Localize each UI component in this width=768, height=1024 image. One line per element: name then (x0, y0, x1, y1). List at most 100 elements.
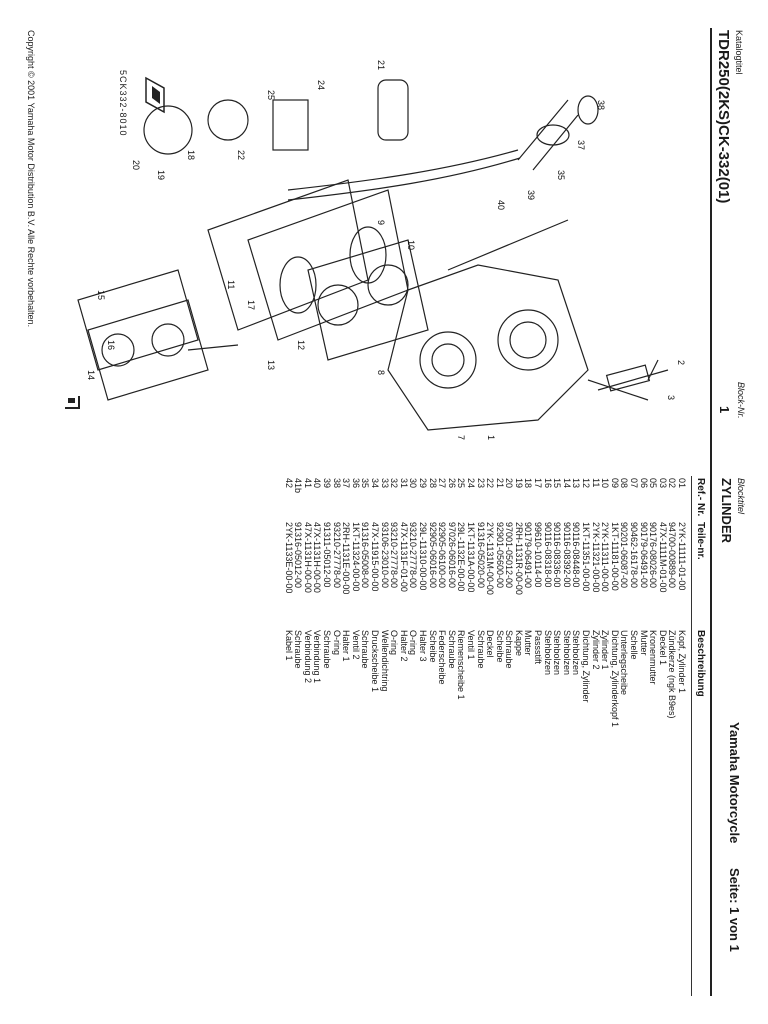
cell-ref: 15 (552, 478, 563, 489)
cell-desc: Stehbolzen (542, 630, 553, 676)
page-info: Seite: 1 von 1 (727, 868, 742, 952)
cell-ref: 08 (619, 478, 630, 489)
cell-part: 90116-08336-00 (552, 522, 563, 588)
cell-desc: Stehbolzen (571, 630, 582, 676)
cell-ref: 05 (648, 478, 659, 489)
cell-part: 90201-06087-00 (619, 522, 630, 589)
cell-ref: 41b (293, 478, 304, 494)
cell-desc: Riemenscheibe 1 (456, 630, 467, 700)
cell-part: 47X-11915-00-00 (370, 522, 380, 592)
cell-desc: Kopf, Zylinder 1 (677, 630, 687, 694)
cell-desc: Schraube (293, 630, 304, 669)
cell-ref: 20 (504, 478, 515, 489)
cell-desc: Schraube (446, 630, 457, 669)
callout-20: 20 (131, 160, 141, 170)
cell-ref: 27 (437, 478, 448, 489)
cell-part: 90179-06491-00 (523, 522, 534, 589)
cell-part: 97001-05012-00 (504, 522, 515, 589)
cell-desc: Mutter (523, 630, 534, 656)
cell-ref: 12 (581, 478, 592, 489)
cell-part: 93210-27778-00 (408, 522, 419, 589)
cell-desc: Stehbolzen (552, 630, 563, 676)
callout-19: 19 (156, 170, 166, 180)
exploded-diagram: 3 2 1 7 8 10 9 12 13 17 11 16 14 15 38 3… (77, 60, 686, 440)
cell-part: 2YK-1131M-00-00 (485, 522, 496, 595)
cell-ref: 25 (456, 478, 467, 489)
cell-ref: 30 (408, 478, 419, 489)
cell-part: 1KT-11324-00-00 (350, 522, 361, 592)
cell-ref: 11 (590, 478, 601, 488)
cell-part: 90116-08318-00 (542, 522, 553, 588)
cell-ref: 03 (657, 478, 668, 489)
cell-ref: 38 (331, 478, 342, 489)
cell-desc: Mutter (638, 630, 649, 656)
cell-ref: 22 (485, 478, 496, 489)
cell-part: 93106-23010-00 (379, 522, 390, 589)
cell-part: 92901-05600-00 (494, 522, 505, 589)
cell-desc: Federscheibe (437, 630, 448, 685)
cell-ref: 26 (446, 478, 457, 489)
block-title: ZYLINDER (719, 478, 734, 543)
yamaha-logo-icon (145, 76, 165, 114)
cell-part: 97026-06016-00 (446, 522, 457, 589)
block-no: 1 (717, 406, 732, 414)
cell-part: 93210-27778-00 (331, 522, 342, 589)
cell-part: 91316-05012-00 (293, 522, 304, 589)
cell-desc: O-ring (408, 630, 419, 656)
cell-desc: Dichtung, Zylinderkopf 1 (609, 630, 620, 728)
cell-desc: Schraube (360, 630, 371, 669)
cell-part: 47X-1131H-00-00 (312, 522, 323, 593)
cell-ref: 06 (638, 478, 649, 489)
cell-desc: Passstift (533, 630, 544, 665)
cell-part: 29L-1132E-00-00 (456, 522, 467, 592)
cell-part: 47X-1131H-00-00 (302, 522, 313, 593)
cell-desc: Zylinder 1 (600, 630, 611, 670)
callout-3: 3 (666, 395, 676, 400)
cell-desc: Unterlegscheibe (619, 630, 630, 696)
cell-part: 91316-05008-00 (360, 522, 371, 589)
column-ref: Ref.- Nr. (695, 478, 706, 517)
cell-desc: Druckscheibe 1 (370, 630, 380, 693)
callout-35: 35 (556, 170, 566, 180)
block-title-label: Blocktitel (736, 478, 746, 515)
cell-desc: Stehbolzen (561, 630, 572, 676)
cell-ref: 36 (350, 478, 361, 489)
cell-ref: 02 (667, 478, 678, 489)
cell-part: 2RH-1131E-00-00 (341, 522, 352, 595)
cell-desc: Halter 3 (417, 630, 428, 662)
callout-8: 8 (376, 370, 386, 375)
cell-part: 2YK-11111-01-00 (677, 522, 687, 591)
cell-part: 1KT-1131A-00-00 (465, 522, 476, 593)
callout-2: 2 (676, 360, 686, 365)
cell-ref: 37 (341, 478, 352, 489)
model-title: TDR250(2KS)CK-332(01) (715, 30, 732, 204)
cell-desc: Zündkerze (ngk B9es) (667, 630, 678, 719)
